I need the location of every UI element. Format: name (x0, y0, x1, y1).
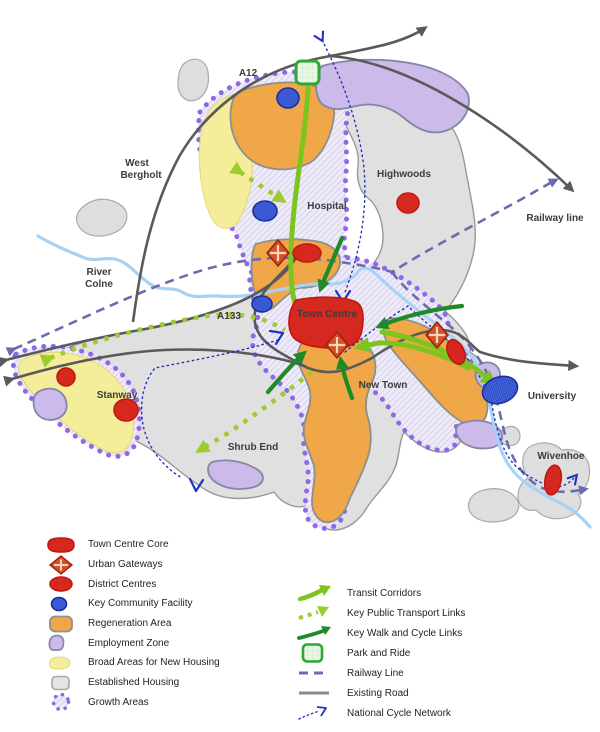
key-public-transport-links-icon (298, 606, 329, 620)
legend-label: Regeneration Area (88, 618, 172, 630)
cycle-route-east (344, 305, 579, 488)
legend-label: Key Community Facility (88, 598, 193, 610)
established-housing-icon (51, 675, 70, 690)
legend-item-broad-areas-new-housing: Broad Areas for New Housing (44, 653, 294, 673)
legend-label: Town Centre Core (88, 539, 169, 551)
legend-label: Park and Ride (347, 647, 411, 659)
legend-left-column: Town Centre Core Urban Gateways District… (44, 535, 294, 712)
regeneration-area-icon (49, 615, 73, 632)
label-railway-line: Railway line (526, 213, 584, 224)
employment-university-south (455, 419, 503, 450)
label-west-bergholt-2: Bergholt (120, 170, 162, 181)
legend-item-key-public-transport-links: Key Public Transport Links (295, 603, 595, 623)
road-a12-east (329, 54, 575, 193)
colchester-key-diagram-map: A12 West Bergholt Highwoods Railway line… (0, 26, 592, 531)
legend-item-town-centre-core: Town Centre Core (44, 535, 294, 555)
pt-link-shrub-end (195, 370, 314, 453)
road-west-upper (0, 249, 302, 368)
legend-item-railway-line: Railway Line (295, 663, 595, 683)
town-centre-core-icon (47, 537, 75, 553)
legend-label: District Centres (88, 578, 157, 590)
legend-item-established-housing: Established Housing (44, 673, 294, 693)
walk-cycle-links (265, 235, 465, 401)
legend-label: Growth Areas (88, 696, 149, 708)
employment-shrub-end (207, 459, 264, 490)
label-river-colne-1: River (86, 267, 111, 278)
employment-northeast (315, 58, 470, 134)
label-river-colne-2: Colne (85, 279, 113, 290)
legend-item-existing-road: Existing Road (295, 683, 595, 703)
legend-label: Railway Line (347, 667, 404, 679)
national-cycle-network-icon (298, 706, 327, 720)
pt-link-west (39, 312, 287, 368)
existing-roads (0, 26, 580, 387)
label-new-town: New Town (359, 380, 408, 391)
cycle-route-north (313, 30, 366, 293)
broad-areas-new-housing-icon (49, 656, 71, 670)
key-walk-cycle-links-icon (297, 626, 331, 640)
label-stanway: Stanway (97, 390, 138, 401)
community-facilities (251, 87, 519, 405)
pt-link-northwest (229, 161, 287, 204)
label-shrub-end: Shrub End (228, 442, 279, 453)
district-centres-icon (49, 576, 73, 593)
legend-item-transit-corridors: Transit Corridors (295, 583, 595, 603)
legend-item-key-walk-cycle-links: Key Walk and Cycle Links (295, 623, 595, 643)
railway-line-icon (299, 671, 329, 675)
label-wivenhoe: Wivenhoe (537, 451, 585, 462)
national-cycle-network (140, 30, 579, 488)
legend-item-district-centres: District Centres (44, 574, 294, 594)
legend-item-employment-zone: Employment Zone (44, 633, 294, 653)
legend-label: Urban Gateways (88, 559, 163, 571)
legend-label: Key Public Transport Links (347, 607, 466, 619)
legend-right-column: Transit Corridors Key Public Transport L… (295, 583, 595, 723)
district-centres (56, 192, 563, 496)
legend-label: National Cycle Network (347, 707, 451, 719)
growth-areas-icon (51, 693, 71, 712)
road-west-lower (3, 328, 580, 387)
employment-stanway (32, 387, 68, 421)
public-transport-links (39, 161, 314, 453)
road-a12-arc (131, 26, 428, 323)
label-hospital: Hospital (307, 201, 347, 212)
existing-road-icon (299, 691, 329, 695)
legend-label: Established Housing (88, 677, 180, 689)
legend-item-urban-gateways: Urban Gateways (44, 554, 294, 575)
label-town-centre: Town Centre (297, 309, 357, 320)
legend-label: Broad Areas for New Housing (88, 657, 220, 669)
legend-label: Key Walk and Cycle Links (347, 627, 463, 639)
transit-corridors-icon (297, 585, 331, 602)
park-and-ride-icon (301, 643, 324, 663)
legend-item-key-community-facility: Key Community Facility (44, 594, 294, 614)
legend-item-regeneration-area: Regeneration Area (44, 614, 294, 634)
urban-gateways (266, 238, 449, 360)
legend-label: Employment Zone (88, 637, 170, 649)
legend-item-park-and-ride: Park and Ride (295, 643, 595, 663)
key-community-facility-icon (50, 596, 68, 612)
park-and-ride-site (294, 59, 321, 86)
legend-item-national-cycle-network: National Cycle Network (295, 703, 595, 723)
label-a133: A133 (217, 311, 241, 322)
label-west-bergholt-1: West (125, 158, 149, 169)
legend-item-growth-areas: Growth Areas (44, 693, 294, 713)
legend-label: Transit Corridors (347, 587, 422, 599)
employment-zone-icon (48, 634, 65, 652)
label-university: University (528, 391, 577, 402)
label-a12: A12 (239, 68, 258, 79)
railway-main (5, 178, 559, 357)
urban-gateways-icon (48, 554, 74, 575)
town-centre-core (288, 296, 364, 349)
label-highwoods: Highwoods (377, 169, 431, 180)
legend-label: Existing Road (347, 687, 409, 699)
